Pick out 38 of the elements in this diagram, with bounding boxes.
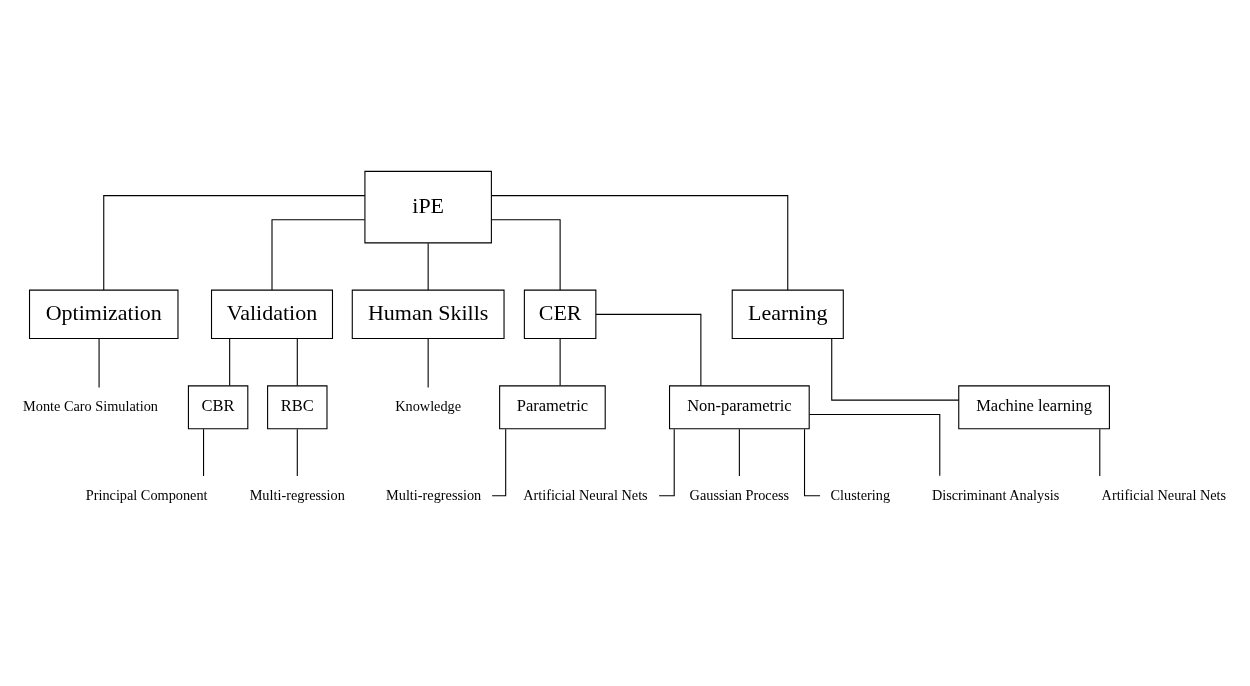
connector xyxy=(427,242,429,291)
node-text: Discriminant Analysis xyxy=(931,486,1060,503)
connector xyxy=(595,313,702,386)
node-box: CER xyxy=(523,289,597,339)
node-box: CBR xyxy=(187,384,249,429)
node-box: Human Skills xyxy=(351,289,505,339)
connector xyxy=(229,337,231,386)
connector xyxy=(296,337,298,386)
connector xyxy=(271,218,366,291)
node-box: Machine learning xyxy=(958,384,1110,429)
connector xyxy=(296,428,298,477)
connector xyxy=(98,337,100,388)
connector xyxy=(831,337,960,401)
node-text: Artificial Neural Nets xyxy=(523,486,648,503)
node-text: Monte Caro Simulation xyxy=(23,397,158,414)
node-text: Gaussian Process xyxy=(689,486,790,503)
connector xyxy=(203,428,205,477)
node-box: Optimization xyxy=(28,289,179,339)
node-text: Multi-regression xyxy=(249,486,345,503)
node-text: Artificial Neural Nets xyxy=(1101,486,1227,503)
connector xyxy=(103,194,366,291)
connector xyxy=(490,218,561,291)
connector xyxy=(427,337,429,388)
connector xyxy=(738,428,740,477)
node-box: Learning xyxy=(731,289,844,339)
connector xyxy=(491,194,789,291)
connector xyxy=(808,413,941,476)
node-box: Non-parametric xyxy=(669,384,810,429)
node-text: Multi-regression xyxy=(386,486,482,503)
connector xyxy=(1099,428,1101,477)
node-text: Principal Component xyxy=(85,486,208,503)
node-box: iPE xyxy=(364,170,492,243)
connector xyxy=(559,337,561,386)
node-text: Knowledge xyxy=(395,397,462,414)
node-box: Parametric xyxy=(499,384,606,429)
node-box: RBC xyxy=(267,384,328,429)
node-text: Clustering xyxy=(830,486,891,503)
node-box: Validation xyxy=(210,289,334,339)
